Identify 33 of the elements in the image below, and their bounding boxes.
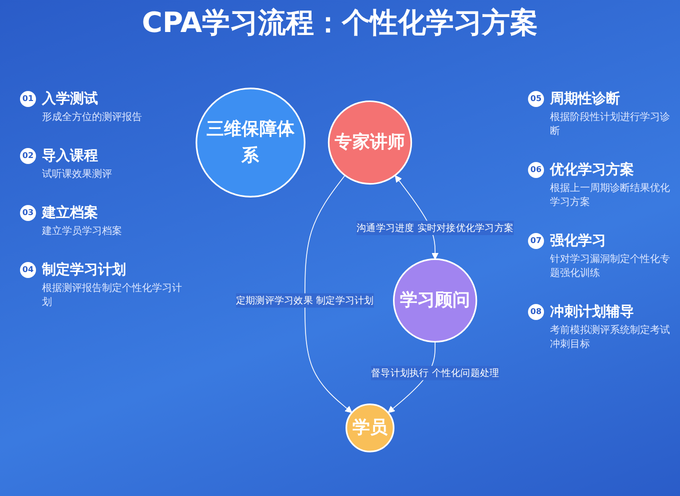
step-description: 建立学员学习档案 <box>42 225 123 239</box>
step-description: 考前模拟测评系统制定考试冲刺目标 <box>550 324 671 352</box>
step-number-badge: 01 <box>20 91 36 107</box>
step-description: 形成全方位的测评报告 <box>42 111 143 125</box>
step-heading: 冲刺计划辅导 <box>550 303 634 321</box>
step-heading: 制定学习计划 <box>42 261 126 279</box>
node-circle: 学习顾问 <box>393 258 478 343</box>
step-description: 根据测评报告制定个性化学习计划 <box>42 282 183 310</box>
step-description: 根据阶段性计划进行学习诊断 <box>550 111 671 139</box>
step-number-badge: 04 <box>20 262 36 278</box>
step-number-badge: 06 <box>528 162 544 178</box>
step-number-badge: 08 <box>528 304 544 320</box>
step-number-badge: 07 <box>528 233 544 249</box>
step-description: 根据上一周期诊断结果优化学习方案 <box>550 182 671 210</box>
step-number-badge: 02 <box>20 148 36 164</box>
edge-label: 定期测评学习效果 制定学习计划 <box>236 294 374 306</box>
step-heading: 优化学习方案 <box>550 161 634 179</box>
node-circle: 专家讲师 <box>328 100 412 185</box>
step-description: 试听课效果测评 <box>42 168 113 182</box>
step-heading: 周期性诊断 <box>550 90 620 108</box>
step-heading: 入学测试 <box>42 90 98 108</box>
node-circle: 三维保障体系 <box>196 88 306 198</box>
step-heading: 导入课程 <box>42 147 98 165</box>
step-number-badge: 05 <box>528 91 544 107</box>
step-heading: 建立档案 <box>42 204 98 222</box>
step-heading: 强化学习 <box>550 232 606 250</box>
edge-label: 督导计划执行 个性化问题处理 <box>371 367 500 379</box>
step-number-badge: 03 <box>20 205 36 221</box>
step-description: 针对学习漏洞制定个性化专题强化训练 <box>550 253 671 281</box>
title: CPA学习流程：个性化学习方案 <box>140 5 540 41</box>
node-circle: 学员 <box>346 403 394 452</box>
edge-label: 沟通学习进度 实时对接优化学习方案 <box>356 222 514 234</box>
arrow <box>304 174 352 413</box>
